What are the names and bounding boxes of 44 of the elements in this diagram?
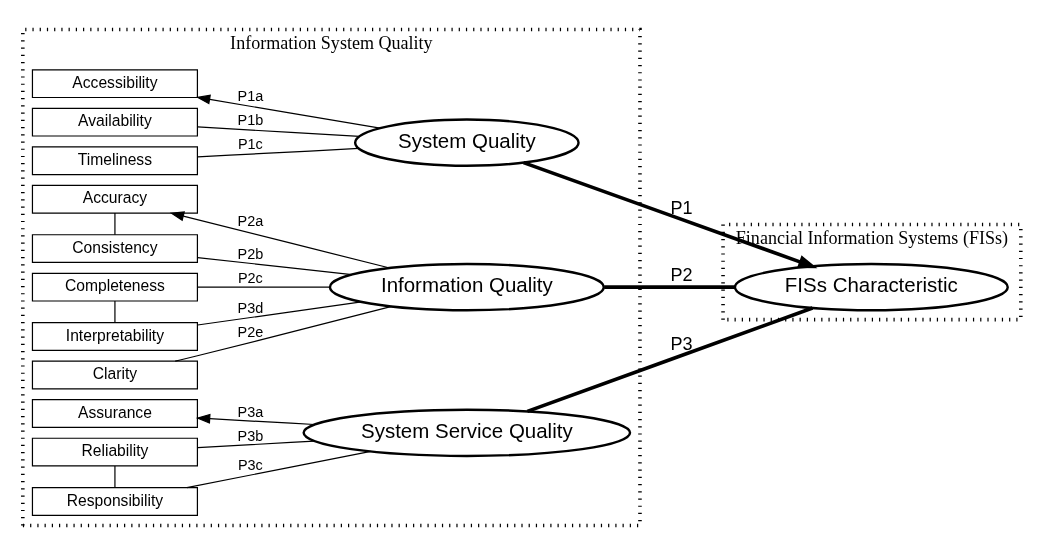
connector xyxy=(197,440,315,448)
node-box: Accessibility xyxy=(31,68,198,98)
arrow xyxy=(522,160,818,268)
node-box: Timeliness xyxy=(31,145,198,175)
connector xyxy=(114,212,116,235)
edge-label: P1c xyxy=(237,135,263,152)
connector xyxy=(114,464,116,488)
node-box: Consistency xyxy=(31,233,198,263)
arrow xyxy=(195,413,315,425)
node-box: Accuracy xyxy=(31,184,198,214)
edge-label: P3 xyxy=(670,333,693,354)
node-ellipse: System Quality xyxy=(353,117,580,167)
connector xyxy=(197,147,360,157)
edge-label: P3d xyxy=(237,299,264,316)
node-box: Interpretability xyxy=(31,321,198,351)
connector xyxy=(186,450,372,488)
node-ellipse: FISs Characteristic xyxy=(733,262,1009,311)
arrow xyxy=(195,94,381,129)
node-box: Responsibility xyxy=(31,486,198,516)
connector xyxy=(197,300,362,326)
node-box: Assurance xyxy=(31,398,198,428)
edge-label: P2e xyxy=(237,323,264,340)
arrow xyxy=(169,210,391,269)
edge-label: P1a xyxy=(237,87,264,104)
edge-label: P1b xyxy=(237,111,264,128)
edge-label: P2a xyxy=(237,212,264,229)
connector xyxy=(114,299,116,323)
edge-label: P2c xyxy=(237,269,263,286)
connector xyxy=(197,125,361,137)
connector xyxy=(197,256,353,275)
edge-label: P2 xyxy=(670,264,693,285)
node-ellipse: System Service Quality xyxy=(302,408,632,457)
connector xyxy=(604,284,735,289)
node-ellipse: Information Quality xyxy=(328,262,605,311)
edge-label: P2b xyxy=(237,245,264,262)
edge-label: P3a xyxy=(237,403,264,420)
edge-label: P1 xyxy=(670,197,693,218)
node-box: Completeness xyxy=(31,272,198,302)
node-box: Availability xyxy=(31,107,198,137)
edge-label: P3b xyxy=(237,427,264,444)
edge-label: P3c xyxy=(237,456,263,473)
node-box: Reliability xyxy=(31,437,198,467)
connector xyxy=(197,286,331,288)
node-box: Clarity xyxy=(31,360,198,389)
